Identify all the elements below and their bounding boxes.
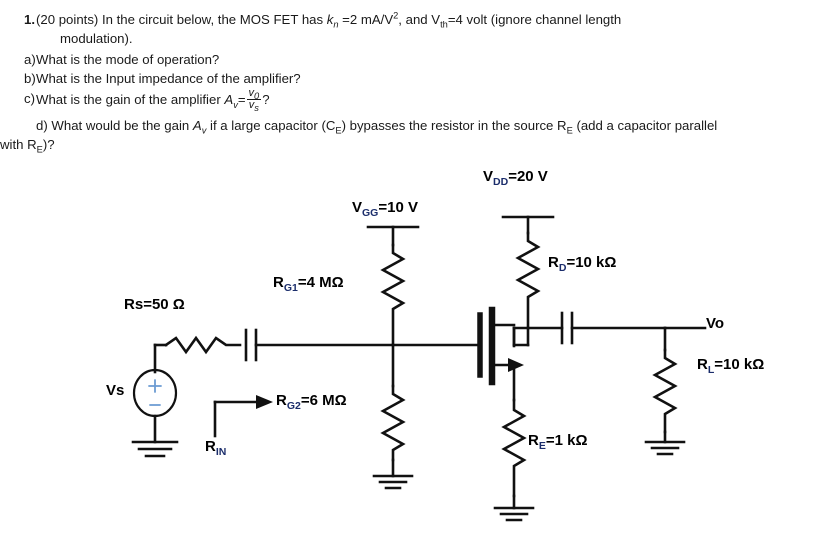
vs-label-symbol: Vs: [106, 382, 125, 399]
item-c-after: ?: [262, 92, 270, 108]
re-resistor: [501, 398, 527, 498]
vdd-label-subscript: DD: [493, 176, 509, 188]
problem-statement: 1. (20 points) In the circuit below, the…: [0, 0, 820, 155]
rs-label-symbol: Rs: [124, 296, 144, 313]
rs-resistor: [164, 335, 242, 355]
rd-label-value: =10 kΩ: [566, 254, 617, 271]
re-label-value: =1 kΩ: [545, 432, 588, 449]
item-c-before: What is the gain of the amplifier: [36, 92, 225, 108]
vdd-label-value: =20 V: [508, 168, 548, 185]
circuit-diagram: VDD=20 V VGG=10 V RD=10 kΩ RG1=4 MΩ Rs=5…: [0, 160, 820, 547]
av-symbol-d: A: [192, 118, 202, 134]
rg2-label: RG2=6 MΩ: [276, 392, 347, 412]
vs-polarity-marks: [148, 379, 162, 406]
vgg-label: VGG=10 V: [352, 199, 418, 219]
vth-subscript: th: [440, 19, 448, 30]
vgg-label-symbol: V: [352, 199, 363, 216]
rd-label-symbol: R: [548, 254, 559, 271]
mosfet-source-arrowhead: [508, 358, 524, 372]
av-subscript-d: v: [201, 126, 207, 137]
rg2-label-subscript: G2: [286, 400, 301, 412]
rg2-label-value: =6 MΩ: [300, 392, 347, 409]
re-label-symbol: R: [528, 432, 539, 449]
problem-item-d: d) What would be the gain Av if a large …: [0, 116, 820, 135]
rl-label-value: =10 kΩ: [714, 356, 765, 373]
item-d-line2-before: with R: [0, 137, 37, 153]
item-d-line2-sub: E: [36, 145, 43, 156]
rs-label: Rs=50 Ω: [124, 296, 185, 313]
vgg-label-value: =10 V: [378, 199, 418, 216]
rg1-label: RG1=4 MΩ: [273, 274, 344, 294]
fraction-numerator: v0: [246, 87, 262, 102]
rl-label-subscript: L: [707, 364, 715, 376]
rin-label-symbol: R: [205, 438, 216, 455]
intro-part-b: =2 mA/V: [338, 12, 394, 27]
problem-line-2: modulation).: [60, 31, 133, 46]
problem-item-b: b) What is the Input impedance of the am…: [0, 69, 820, 88]
rg2-label-symbol: R: [276, 392, 287, 409]
re-subscript-text: E: [566, 126, 573, 137]
problem-intro-text: (20 points) In the circuit below, the MO…: [36, 10, 820, 29]
av-symbol-c: A: [224, 92, 234, 108]
rl-label-symbol: R: [697, 356, 708, 373]
fraction-numerator-symbol: v: [248, 87, 255, 99]
problem-item-c: c) What is the gain of the amplifier Av=…: [0, 87, 820, 114]
intro-part-c: , and V: [398, 12, 441, 27]
item-d-mid2: ) bypasses the resistor in the source R: [341, 118, 567, 134]
circuit-schematic-svg: [131, 215, 707, 522]
item-d-after: (add a capacitor parallel: [572, 118, 718, 134]
fraction-numerator-sub: 0: [254, 91, 260, 102]
rin-label-subscript: IN: [215, 446, 227, 458]
vgg-label-subscript: GG: [362, 207, 379, 219]
ce-subscript: E: [335, 126, 342, 137]
item-d-before: What would be the gain: [51, 118, 193, 134]
re-label-subscript: E: [538, 440, 546, 452]
rd-resistor: [515, 231, 541, 330]
intro-superscript: 2: [393, 10, 399, 21]
item-d-mid: if a large capacitor (C: [206, 118, 336, 134]
rg1-label-value: =4 MΩ: [297, 274, 344, 291]
problem-item-a: a) What is the mode of operation?: [0, 50, 820, 69]
item-a-text: What is the mode of operation?: [36, 52, 220, 67]
fraction-denominator: vs: [247, 99, 261, 114]
vdd-label: VDD=20 V: [483, 168, 548, 188]
rs-label-value: =50 Ω: [143, 296, 185, 313]
vs-label: Vs: [106, 382, 124, 399]
vo-label: Vo: [706, 315, 724, 332]
rg1-resistor: [380, 243, 406, 347]
rg1-label-symbol: R: [273, 274, 284, 291]
intro-part-d: =4 volt (ignore channel length: [447, 12, 622, 27]
problem-number: 1.: [24, 12, 35, 27]
fraction-denominator-sub: s: [254, 103, 259, 114]
item-c-marker: c): [24, 91, 35, 106]
vo-label-symbol: Vo: [706, 315, 725, 332]
kn-symbol: k: [326, 12, 334, 27]
vs-source-circle: [132, 368, 178, 418]
kn-subscript: n: [333, 19, 339, 30]
item-d-line2-after: )?: [42, 137, 55, 153]
rin-arrowhead: [256, 395, 273, 409]
item-a-marker: a): [24, 52, 36, 67]
item-d-marker: d): [36, 118, 48, 134]
av-subscript-c: v: [233, 99, 238, 110]
rin-label: RIN: [205, 438, 227, 458]
rg2-resistor: [380, 384, 406, 462]
item-b-text: What is the Input impedance of the ampli…: [36, 71, 301, 86]
intro-part-a: (20 points) In the circuit below, the MO…: [36, 12, 327, 27]
problem-item-d-line2: with RE)?: [0, 135, 820, 154]
item-c-equals: =: [237, 92, 246, 108]
rd-label-subscript: D: [558, 262, 567, 274]
re-label: RE=1 kΩ: [528, 432, 588, 452]
problem-line-1: 1. (20 points) In the circuit below, the…: [0, 0, 820, 29]
rl-label: RL=10 kΩ: [697, 356, 765, 376]
rl-resistor: [652, 348, 678, 434]
rg1-label-subscript: G1: [283, 282, 298, 294]
item-b-marker: b): [24, 71, 36, 86]
rd-label: RD=10 kΩ: [548, 254, 617, 274]
vdd-label-symbol: V: [483, 168, 494, 185]
fraction-denominator-symbol: v: [248, 99, 255, 112]
